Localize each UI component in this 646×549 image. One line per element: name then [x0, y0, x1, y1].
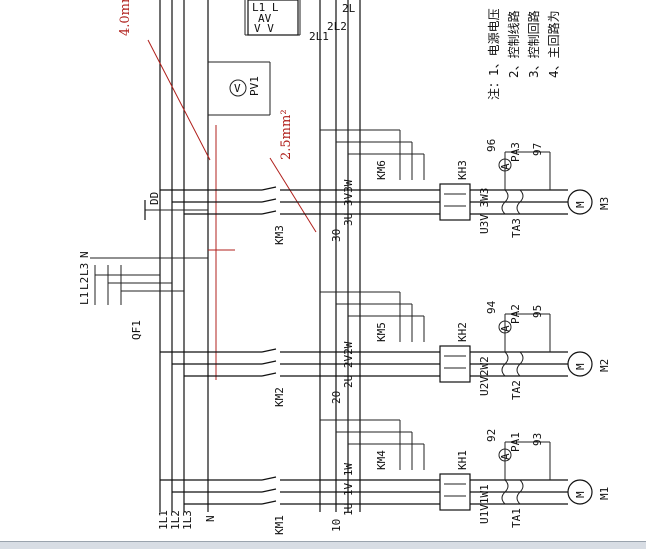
contact-blade [261, 500, 277, 505]
current-transformer [501, 351, 509, 377]
contactor-label: KM1 [273, 515, 286, 535]
bus-label-l3: L3 [78, 263, 91, 276]
contact-blade [261, 372, 277, 377]
bus-label-l1: L1 [78, 292, 91, 305]
label-2l: 2L [342, 2, 356, 15]
ammeter-label: PA3 [509, 142, 522, 162]
current-transformer [516, 189, 524, 215]
node-label-1: 92 [485, 429, 498, 442]
label-2l2: 2L2 [327, 20, 347, 33]
ct-label: TA1 [510, 508, 523, 528]
breaker-qf1: L1 L2 L3 N QF1 [78, 251, 208, 340]
ammeter [498, 320, 512, 334]
thermal-relay [439, 345, 471, 383]
motor [567, 351, 593, 377]
thermal-relay [439, 473, 471, 511]
contact-blade [261, 198, 277, 203]
meter-box-top: L1 L [252, 1, 279, 14]
contact-blade [261, 488, 277, 493]
svg-text:V: V [234, 82, 241, 95]
pv1-label: PV1 [248, 76, 261, 96]
contactor-label: KM3 [273, 225, 286, 245]
notes: 注：1、电源电压 2、控制线路 3、控制回路 4、主回路为 [486, 8, 561, 100]
note-2: 2、控制线路 [506, 10, 521, 78]
node-label-1: 94 [485, 300, 498, 314]
thermal-relay-label: KH2 [456, 322, 469, 342]
contact-blade [261, 210, 277, 215]
ammeter-label: PA1 [509, 432, 522, 452]
branch-start-label: 20 [330, 391, 343, 404]
current-transformer [516, 351, 524, 377]
thermal-relay [439, 183, 471, 221]
branch-start-label: 10 [330, 519, 343, 532]
branch-post-label: U3V 3W3 [478, 188, 491, 234]
motor [567, 479, 593, 505]
ct-label: TA3 [510, 218, 523, 238]
motor-label: M1 [598, 487, 611, 500]
note-3: 3、控制回路 [526, 10, 541, 78]
bottom-n: N [204, 515, 217, 522]
contactor-aux-label: KM4 [375, 450, 388, 470]
branch-pre-label: 1U 1V 1W [342, 463, 355, 516]
meter-box-mid: AV [258, 12, 272, 25]
contact-blade [261, 348, 277, 353]
note-1: 注：1、电源电压 [486, 8, 501, 100]
thermal-relay-label: KH3 [456, 160, 469, 180]
bottom-1l1: 1L1 [157, 510, 170, 530]
branch-pre-label: 2U 2V2W [342, 341, 355, 388]
contact-blade [261, 476, 277, 481]
ammeter-symbol: A [499, 453, 512, 460]
thermal-relay-label: KH1 [456, 450, 469, 470]
motor-symbol: M [574, 363, 587, 370]
branch-start-label: 30 [330, 229, 343, 242]
ammeter-label: PA2 [509, 304, 522, 324]
ammeter [498, 448, 512, 462]
bottom-1l2: 1L2 [169, 510, 182, 530]
current-transformer [501, 479, 509, 505]
status-bar [0, 541, 646, 549]
breaker-label: QF1 [130, 320, 143, 340]
contact-blade [261, 186, 277, 191]
node-label-2: 93 [531, 433, 544, 446]
motor-symbol: M [574, 491, 587, 498]
meter-box: L1 L AV V V [247, 0, 299, 36]
ammeter-symbol: A [499, 325, 512, 332]
ground-label: DD [148, 192, 161, 205]
ct-label: TA2 [510, 380, 523, 400]
cable-label-control: 2.5mm² [279, 109, 294, 160]
cable-label-main: 4.0mm² [118, 0, 133, 36]
motor-label: M3 [598, 197, 611, 210]
contactor-aux-label: KM5 [375, 322, 388, 342]
branch-pre-label: 3U 3V3W [342, 179, 355, 226]
motor [567, 189, 593, 215]
ammeter [498, 158, 512, 172]
bus-label-l2: L2 [78, 277, 91, 290]
node-label-2: 97 [531, 143, 544, 156]
contactor-aux-label: KM6 [375, 160, 388, 180]
bus-bottom-labels: 1L1 1L2 1L3 N [157, 510, 217, 530]
node-label-1: 96 [485, 139, 498, 152]
meter-box-bot: V V [254, 22, 274, 35]
voltmeter: V PV1 [208, 61, 271, 116]
motor-symbol: M [574, 201, 587, 208]
bus-label-n: N [78, 251, 91, 258]
current-transformer [501, 189, 509, 215]
contact-blade [261, 360, 277, 365]
main-bus [159, 0, 361, 512]
motor-label: M2 [598, 359, 611, 372]
bottom-1l3: 1L3 [181, 510, 194, 530]
ammeter-symbol: A [499, 163, 512, 170]
current-transformer [516, 479, 524, 505]
node-label-2: 95 [531, 305, 544, 318]
label-2l1: 2L1 [309, 30, 329, 43]
contactor-label: KM2 [273, 387, 286, 407]
note-4: 4、主回路为 [546, 10, 561, 78]
